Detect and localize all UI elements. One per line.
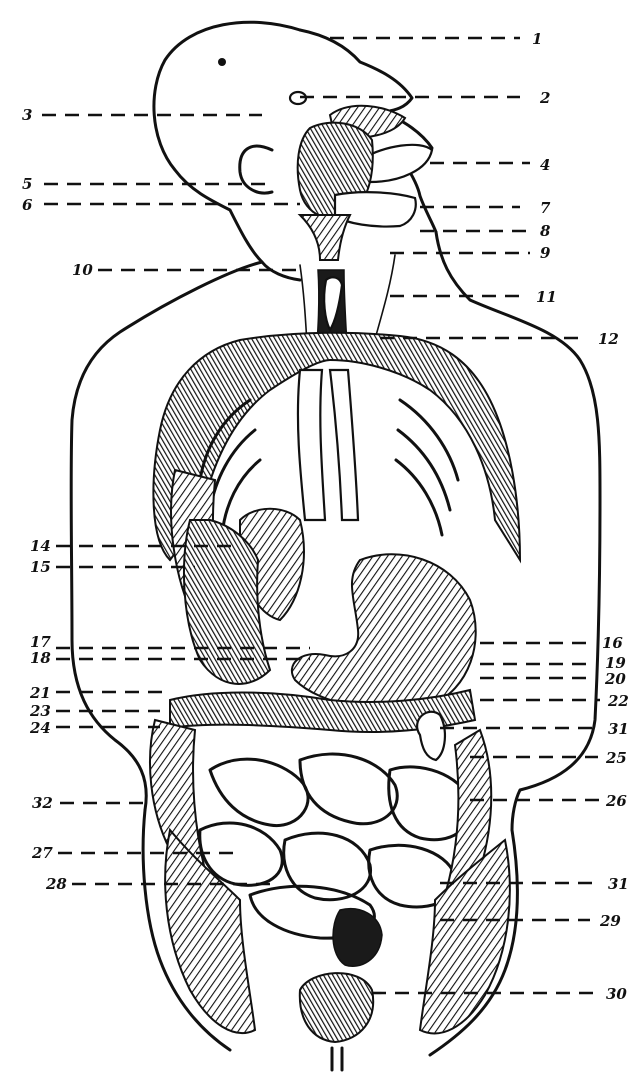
label-26: 26 <box>605 792 627 810</box>
head-outline <box>154 22 300 280</box>
label-15: 15 <box>30 558 51 576</box>
label-20: 20 <box>604 670 626 688</box>
label-25: 25 <box>605 749 627 767</box>
rectum <box>333 909 382 967</box>
pharynx <box>300 215 350 260</box>
kidney <box>417 712 445 760</box>
label-7: 7 <box>540 199 551 217</box>
label-3: 3 <box>22 106 32 124</box>
pelvic-bone-left <box>165 830 255 1033</box>
label-9: 9 <box>540 244 551 262</box>
label-21: 21 <box>29 684 51 702</box>
label-23: 23 <box>29 702 51 720</box>
ear <box>240 146 272 193</box>
label-32: 32 <box>32 794 53 812</box>
label-18: 18 <box>30 649 51 667</box>
label-24: 24 <box>29 719 51 737</box>
label-8: 8 <box>540 222 551 240</box>
brow-mark <box>218 58 226 66</box>
label-16: 16 <box>602 634 623 652</box>
label-30: 30 <box>606 985 627 1003</box>
label-5: 5 <box>22 175 32 193</box>
label-12: 12 <box>598 330 619 348</box>
label-1: 1 <box>532 30 542 48</box>
label-27: 27 <box>31 844 53 862</box>
label-14: 14 <box>30 537 51 555</box>
esophagus <box>330 370 358 520</box>
label-31a: 31 <box>608 720 629 738</box>
label-22: 22 <box>607 692 629 710</box>
label-29: 29 <box>599 912 621 930</box>
label-4: 4 <box>540 156 550 174</box>
label-6: 6 <box>22 196 33 214</box>
label-2: 2 <box>539 89 550 107</box>
bladder <box>300 973 373 1042</box>
label-10: 10 <box>72 261 93 279</box>
aorta <box>298 370 325 520</box>
label-28: 28 <box>45 875 67 893</box>
label-11: 11 <box>536 288 557 306</box>
stomach <box>292 554 476 709</box>
spine-base <box>332 1048 342 1070</box>
label-31b: 31 <box>608 875 629 893</box>
head-organs <box>218 58 432 260</box>
